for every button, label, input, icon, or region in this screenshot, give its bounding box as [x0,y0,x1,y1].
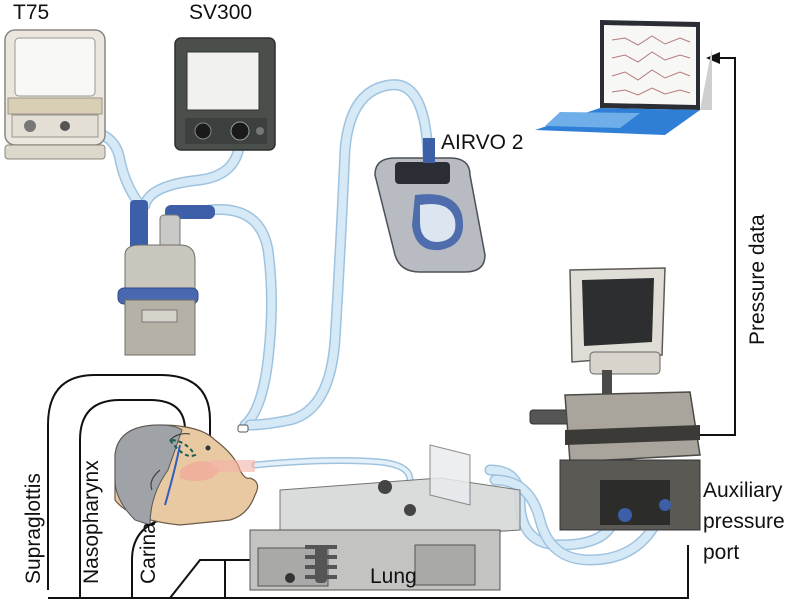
auxiliary-label-line3: port [703,541,739,564]
carina-label: Carina [137,522,160,584]
analyzer-device [529,267,701,531]
pressure-data-arrow [700,52,736,436]
t75-device [4,29,106,160]
humidifier-device [117,200,215,356]
auxiliary-label-line2: pressure [703,510,785,533]
airvo-label: AIRVO 2 [441,131,523,154]
pressure-sampling-lines [47,374,689,599]
sv300-label: SV300 [189,1,252,24]
laptop [535,20,712,135]
t75-knob-icon [24,120,36,132]
labels: T75 SV300 AIRVO 2 Pressure data Auxiliar… [13,1,785,588]
nasopharynx-label: Nasopharynx [80,460,103,584]
pressure-data-label: Pressure data [746,214,769,345]
supraglottis-label: Supraglottis [22,473,45,584]
airvo-device [374,138,486,273]
auxiliary-label-line1: Auxiliary [703,479,783,502]
manikin-head [114,424,259,526]
sv300-device [174,37,276,151]
lung-label: Lung [370,565,417,588]
arrow-head-icon [706,52,720,64]
lung-simulator [249,444,521,591]
t75-label: T75 [13,1,49,24]
